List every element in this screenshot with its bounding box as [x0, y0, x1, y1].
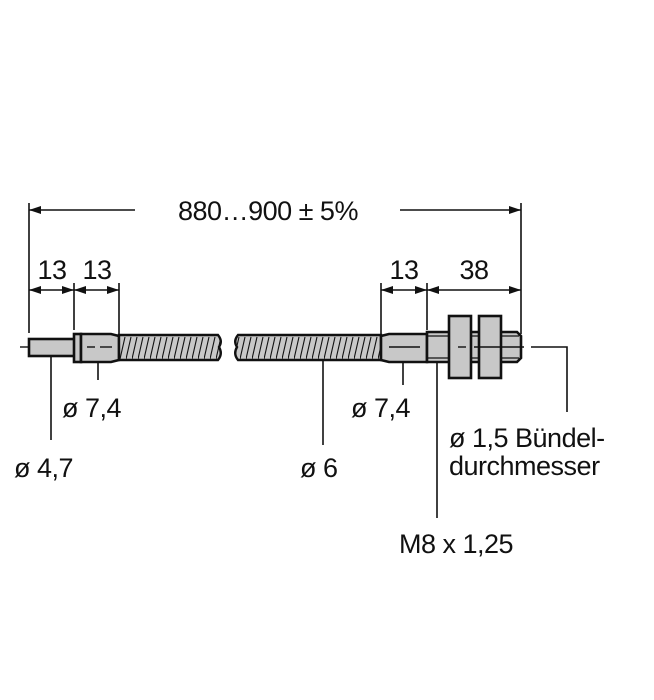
- thread-length-label: 38: [459, 255, 488, 285]
- cable-segment-left: [117, 333, 222, 362]
- overall-length-label: 880…900 ± 5%: [178, 196, 358, 226]
- left-end-fitting: [27, 332, 121, 364]
- cable-diameter-label: ø 6: [300, 453, 338, 483]
- left-sleeve-diameter-label: ø 7,4: [62, 393, 122, 423]
- right-sleeve-diameter-label: ø 7,4: [351, 393, 411, 423]
- left-dimensions: 13 13: [29, 255, 119, 294]
- left-tip: [27, 337, 77, 358]
- left-sleeve-length-label: 13: [82, 255, 111, 285]
- thread-spec-label: M8 x 1,25: [399, 529, 513, 559]
- cable: [117, 333, 383, 362]
- right-dimensions: 13 38: [381, 255, 521, 294]
- left-tip-diameter-label: ø 4,7: [14, 453, 73, 483]
- left-tip-length-label: 13: [37, 255, 66, 285]
- right-sleeve-length-label: 13: [389, 255, 418, 285]
- callout-labels: ø 7,4 ø 4,7 ø 6 ø 7,4 ø 1,5 Bündel- durc…: [14, 393, 605, 559]
- leader-lines: [50, 346, 568, 518]
- overall-length-dimension: 880…900 ± 5%: [29, 196, 521, 226]
- right-sleeve: [379, 332, 429, 364]
- bundle-diameter-label-line1: ø 1,5 Bündel-: [449, 423, 605, 453]
- bundle-diameter-label-line2: durchmesser: [449, 451, 600, 481]
- cable-segment-right: [234, 333, 383, 362]
- left-sleeve: [79, 332, 121, 364]
